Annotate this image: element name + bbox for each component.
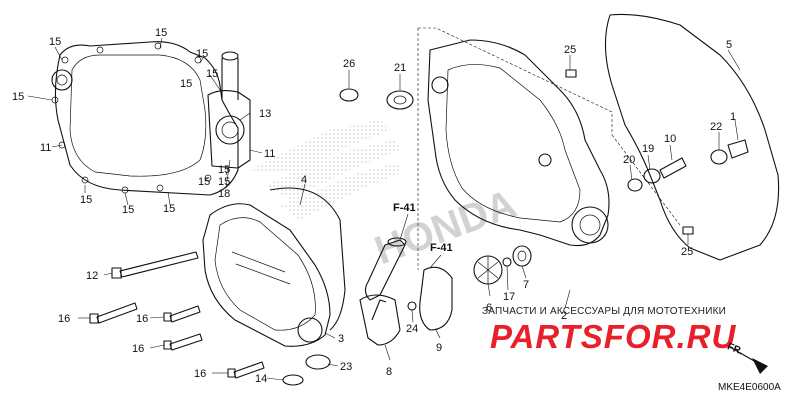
callout-label: 20	[623, 154, 635, 166]
callout-label: 15	[49, 36, 61, 48]
diagram-code: MKE4E0600A	[718, 382, 781, 393]
callout-label: 25	[681, 246, 693, 258]
callout-label: 15	[198, 176, 210, 188]
callout-label: 15	[163, 203, 175, 215]
reference-label: F-41	[430, 242, 453, 254]
callout-label: 23	[340, 361, 352, 373]
water-pump	[359, 237, 453, 346]
callout-label: 22	[710, 121, 722, 133]
callout-label: 18	[218, 188, 230, 200]
callout-label: 1	[730, 111, 736, 123]
front-direction-arrow-icon	[752, 358, 768, 374]
callout-label: 24	[406, 323, 418, 335]
callout-label: 19	[642, 143, 654, 155]
callout-label: 8	[386, 366, 392, 378]
callout-label: 15	[218, 164, 230, 176]
callout-label: 16	[194, 368, 206, 380]
honda-wing-logo: HONDA	[250, 120, 522, 273]
callout-label: 15	[12, 91, 24, 103]
callout-label: 25	[564, 44, 576, 56]
crankcase-cover	[427, 39, 610, 247]
callout-label: 16	[58, 313, 70, 325]
callout-label: 15	[180, 78, 192, 90]
callout-label: 15	[80, 194, 92, 206]
callout-label: 10	[664, 133, 676, 145]
leader-lines	[27, 37, 741, 381]
watermark-caption: ЗАПЧАСТИ И АКСЕССУАРЫ ДЛЯ МОТОТЕХНИКИ	[482, 306, 727, 317]
callout-label: 2	[561, 310, 567, 322]
callout-label: 17	[503, 291, 515, 303]
right-crankcase-cover	[202, 187, 346, 386]
clutch-cover	[51, 41, 251, 196]
callout-label: 13	[259, 108, 271, 120]
callout-label: 3	[338, 333, 344, 345]
gasket-5	[604, 13, 780, 261]
reference-label: F-41	[393, 202, 416, 214]
callout-label: 15	[196, 48, 208, 60]
callout-label: 4	[301, 174, 307, 186]
callout-label: 16	[132, 343, 144, 355]
callout-label: 26	[343, 58, 355, 70]
callout-label: 21	[394, 62, 406, 74]
callout-label: 9	[436, 342, 442, 354]
callout-label: 6	[486, 302, 492, 314]
callout-label: 11	[264, 148, 275, 160]
callout-label: 7	[523, 279, 529, 291]
bolts	[89, 251, 265, 379]
callout-label: 5	[726, 39, 732, 51]
callout-label: 14	[255, 373, 267, 385]
callout-label: 16	[136, 313, 148, 325]
callout-label: 15	[206, 68, 218, 80]
callout-label: 15	[155, 27, 167, 39]
callout-label: 15	[122, 204, 134, 216]
callout-label: 12	[86, 270, 98, 282]
honda-logo-text: HONDA	[369, 182, 522, 274]
watermark-brand: PARTSFOR.RU	[490, 318, 737, 355]
callout-label: 15	[218, 176, 230, 188]
callouts: 15 15 15 15 15 15 11 11 13 15 15 15 15 1…	[12, 27, 736, 385]
callout-label: 11	[40, 142, 51, 154]
